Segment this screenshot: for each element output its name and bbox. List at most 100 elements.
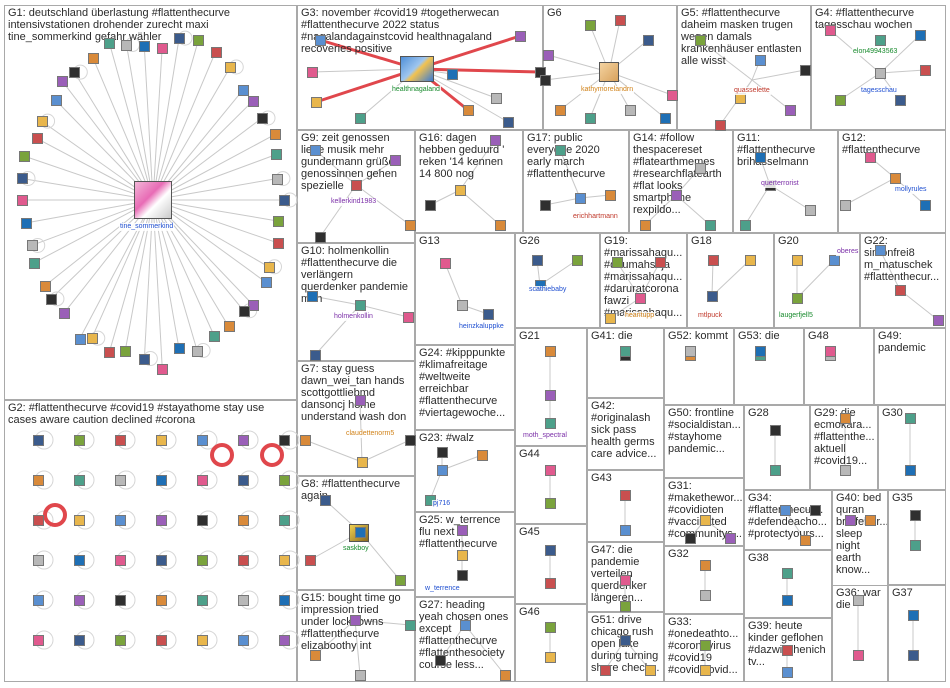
small-group-user-node[interactable] bbox=[645, 665, 656, 676]
g3-user-node[interactable] bbox=[311, 97, 322, 108]
g2-user-node[interactable] bbox=[197, 595, 208, 606]
small-group-user-node[interactable] bbox=[545, 346, 556, 357]
small-group-user-node[interactable] bbox=[555, 145, 566, 156]
group-g7[interactable]: G7: stay guess dawn_wei_tan hands scottg… bbox=[297, 361, 415, 476]
small-group-user-node[interactable] bbox=[457, 570, 468, 581]
g2-user-node[interactable] bbox=[279, 555, 290, 566]
g2-user-node[interactable] bbox=[197, 515, 208, 526]
small-group-user-node[interactable] bbox=[782, 595, 793, 606]
group-g22[interactable]: G22: simonfrei8 m_matuschek #flattenthec… bbox=[860, 233, 946, 328]
g2-user-node[interactable] bbox=[33, 515, 44, 526]
small-group-user-node[interactable] bbox=[655, 257, 666, 268]
small-group-user-node[interactable] bbox=[600, 665, 611, 676]
group-g37[interactable]: G37 bbox=[888, 585, 946, 682]
small-group-user-node[interactable] bbox=[908, 650, 919, 661]
g2-user-node[interactable] bbox=[74, 515, 85, 526]
small-group-user-node[interactable] bbox=[700, 590, 711, 601]
small-group-user-node[interactable] bbox=[800, 535, 811, 546]
g2-user-node[interactable] bbox=[115, 515, 126, 526]
small-group-user-node[interactable] bbox=[755, 152, 766, 163]
g1-user-node[interactable] bbox=[39, 280, 51, 292]
small-group-hub-node[interactable] bbox=[355, 527, 366, 538]
g1-user-node[interactable] bbox=[247, 299, 259, 311]
group-g16[interactable]: G16: dagen hebben geduurd ' reken '14 ke… bbox=[415, 130, 523, 233]
g1-user-node[interactable] bbox=[223, 321, 235, 333]
g2-user-node[interactable] bbox=[238, 555, 249, 566]
small-group-hub-node[interactable] bbox=[351, 180, 362, 191]
g4-user-node[interactable] bbox=[895, 95, 906, 106]
tine-sommerkind-avatar[interactable] bbox=[134, 181, 172, 219]
g2-user-node[interactable] bbox=[115, 475, 126, 486]
g1-user-node[interactable] bbox=[278, 195, 290, 206]
small-group-user-node[interactable] bbox=[933, 315, 944, 326]
g2-user-node[interactable] bbox=[74, 475, 85, 486]
small-group-hub-node[interactable] bbox=[457, 550, 468, 561]
g3-user-node[interactable] bbox=[307, 67, 318, 78]
g1-user-node[interactable] bbox=[88, 53, 100, 64]
small-group-user-node[interactable] bbox=[829, 255, 840, 266]
g2-user-node[interactable] bbox=[115, 555, 126, 566]
g3-user-node[interactable] bbox=[355, 113, 366, 124]
g1-user-node[interactable] bbox=[74, 333, 86, 345]
g6-user-node[interactable] bbox=[585, 20, 596, 31]
g1-user-node[interactable] bbox=[59, 308, 71, 320]
g2-user-node[interactable] bbox=[74, 595, 85, 606]
g2-user-node[interactable] bbox=[279, 435, 290, 446]
small-group-user-node[interactable] bbox=[532, 255, 543, 266]
small-group-user-node[interactable] bbox=[685, 533, 696, 544]
small-group-user-node[interactable] bbox=[572, 255, 583, 266]
group-g49[interactable]: G49: pandemic bbox=[874, 328, 946, 405]
g2-user-node[interactable] bbox=[197, 435, 208, 446]
group-g39[interactable]: G39: heute kinder geflohen #dazwischenic… bbox=[744, 618, 832, 682]
small-group-user-node[interactable] bbox=[840, 200, 851, 211]
g1-user-node[interactable] bbox=[69, 67, 81, 79]
g2-user-node[interactable] bbox=[156, 475, 167, 486]
small-group-hub-node[interactable] bbox=[770, 425, 781, 436]
small-group-user-node[interactable] bbox=[782, 667, 793, 678]
small-group-user-node[interactable] bbox=[320, 495, 331, 506]
small-group-user-node[interactable] bbox=[545, 418, 556, 429]
small-group-user-node[interactable] bbox=[755, 346, 766, 357]
small-group-user-node[interactable] bbox=[315, 232, 326, 243]
small-group-hub-node[interactable] bbox=[635, 293, 646, 304]
small-group-user-node[interactable] bbox=[457, 525, 468, 536]
group-g48[interactable]: G48 bbox=[804, 328, 874, 405]
small-group-user-node[interactable] bbox=[605, 190, 616, 201]
small-group-hub-node[interactable] bbox=[355, 300, 366, 311]
g1-user-node[interactable] bbox=[26, 240, 38, 252]
group-g15[interactable]: G15: bought time go impression tried und… bbox=[297, 590, 415, 682]
g4-user-node[interactable] bbox=[920, 65, 931, 76]
g6-user-node[interactable] bbox=[625, 105, 636, 116]
g1-user-node[interactable] bbox=[173, 342, 185, 354]
g2-user-node[interactable] bbox=[279, 595, 290, 606]
g1-user-node[interactable] bbox=[36, 116, 48, 128]
g2-user-node[interactable] bbox=[33, 435, 44, 446]
small-group-user-node[interactable] bbox=[810, 505, 821, 516]
small-group-user-node[interactable] bbox=[620, 525, 631, 536]
g6-user-node[interactable] bbox=[643, 35, 654, 46]
group-g46[interactable]: G46 bbox=[515, 604, 587, 682]
g2-user-node[interactable] bbox=[74, 555, 85, 566]
g1-user-node[interactable] bbox=[270, 129, 282, 141]
group-g45[interactable]: G45 bbox=[515, 524, 587, 604]
small-group-user-node[interactable] bbox=[875, 245, 886, 256]
small-group-hub-node[interactable] bbox=[455, 185, 466, 196]
g2-user-node[interactable] bbox=[115, 595, 126, 606]
small-group-user-node[interactable] bbox=[405, 620, 416, 631]
g1-user-node[interactable] bbox=[86, 333, 98, 345]
g3-user-node[interactable] bbox=[315, 35, 326, 46]
small-group-user-node[interactable] bbox=[483, 309, 494, 320]
g1-user-node[interactable] bbox=[263, 261, 275, 273]
small-group-user-node[interactable] bbox=[725, 533, 736, 544]
small-group-user-node[interactable] bbox=[605, 313, 616, 324]
g2-user-node[interactable] bbox=[197, 475, 208, 486]
g3-user-node[interactable] bbox=[503, 117, 514, 128]
group-g52[interactable]: G52: kommt bbox=[664, 328, 734, 405]
small-group-hub-node[interactable] bbox=[840, 413, 851, 424]
g3-user-node[interactable] bbox=[447, 69, 458, 80]
g2-user-node[interactable] bbox=[238, 635, 249, 646]
small-group-hub-node[interactable] bbox=[895, 285, 906, 296]
g1-user-node[interactable] bbox=[157, 364, 169, 375]
healthnagaland-avatar[interactable] bbox=[400, 56, 434, 82]
small-group-user-node[interactable] bbox=[435, 655, 446, 666]
